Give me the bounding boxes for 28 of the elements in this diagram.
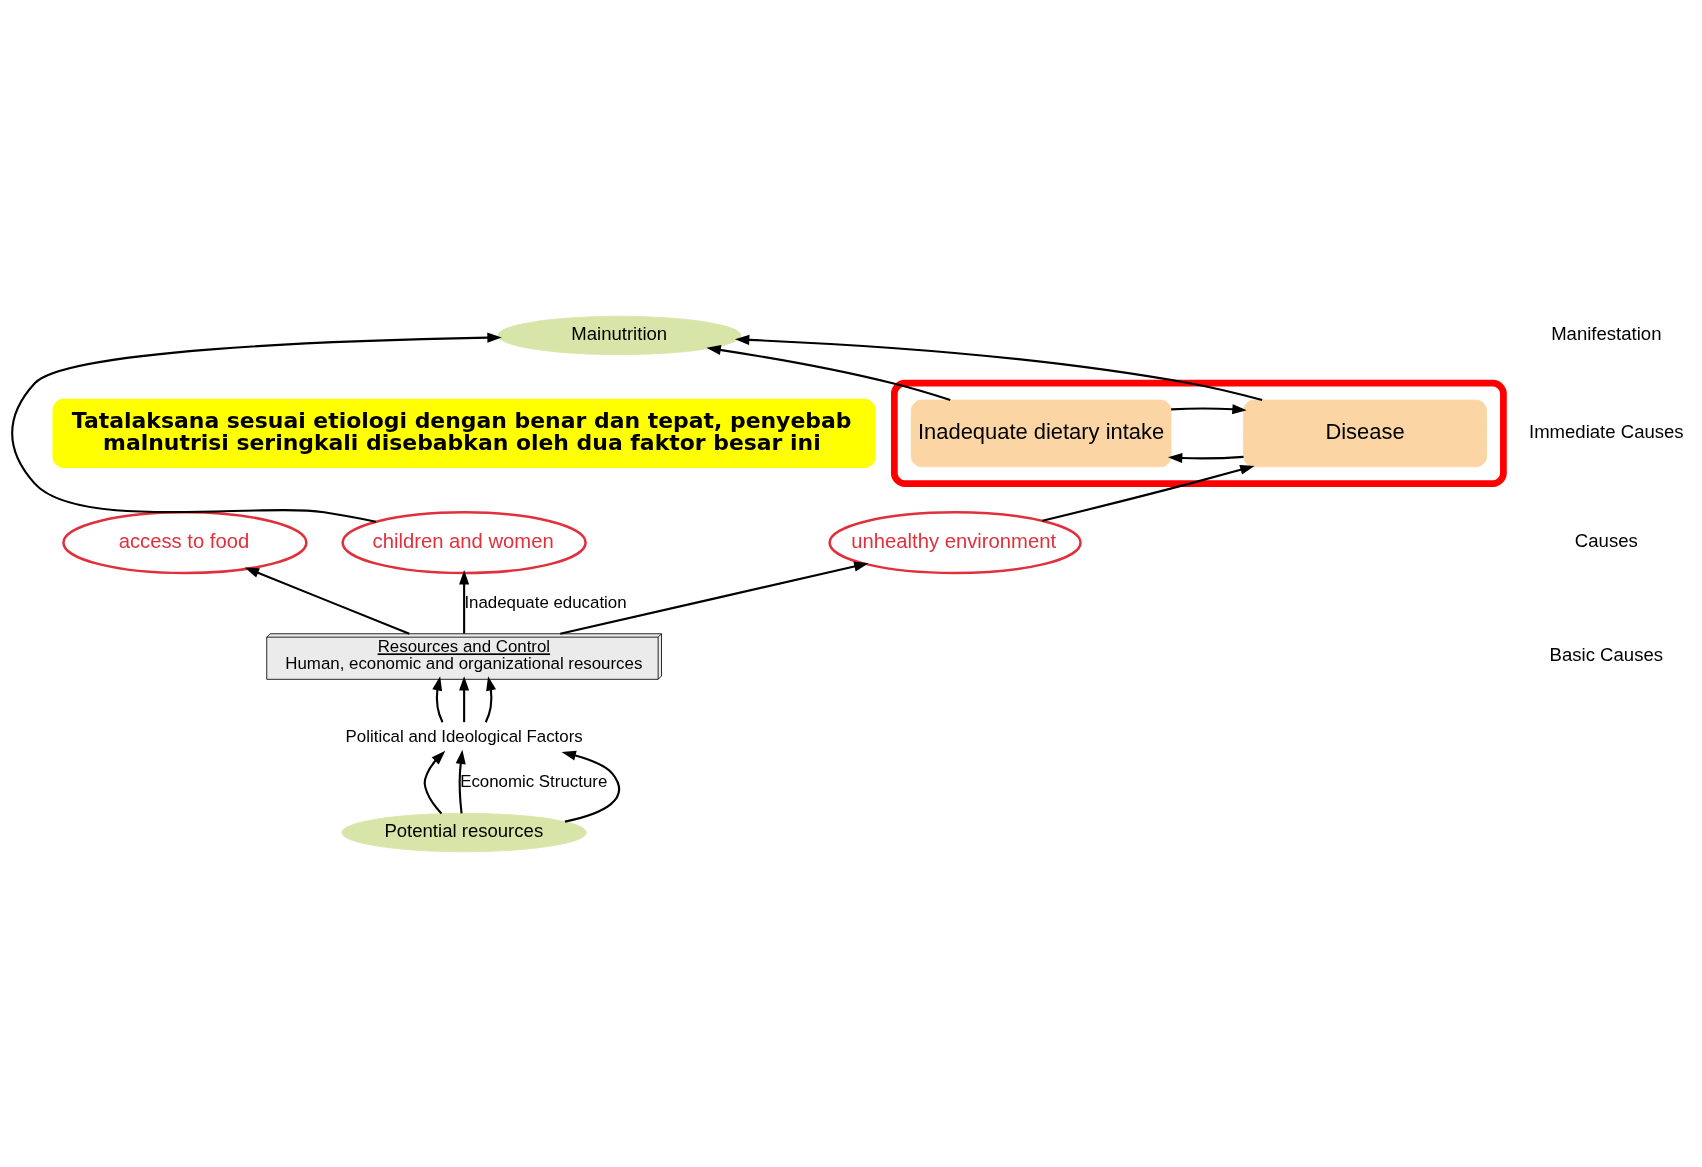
label: Causes xyxy=(1574,529,1638,551)
edge-label: Inadequate education xyxy=(464,592,627,612)
arrow xyxy=(459,569,470,634)
node-box: Tatalaksana sesuai etiologi dengan benar dan tepat, penyebab malnutrisi seringkali disebabkan oleh dua faktor besar ini xyxy=(52,398,876,468)
arrow xyxy=(423,750,446,814)
arrow xyxy=(11,332,502,523)
node-ellipse: Potential resources xyxy=(341,812,587,852)
arrow xyxy=(734,334,1263,401)
arrow xyxy=(455,749,466,814)
arrow xyxy=(244,567,410,635)
edge-label: Economic Structure xyxy=(460,771,608,791)
arrow xyxy=(1171,403,1247,414)
node-box: Disease xyxy=(1243,399,1487,467)
node-ellipse: children and women xyxy=(341,510,587,574)
arrow xyxy=(432,675,444,723)
node-box: Inadequate dietary intake xyxy=(910,399,1172,467)
label: Basic Causes xyxy=(1549,643,1664,665)
node-text: Political and Ideological Factors xyxy=(345,726,583,746)
label: Immediate Causes xyxy=(1529,420,1684,442)
arrow xyxy=(560,561,869,635)
arrow xyxy=(561,750,620,823)
arrow xyxy=(459,675,470,722)
arrow xyxy=(1167,452,1244,463)
arrow xyxy=(484,675,496,723)
arrow xyxy=(1042,464,1255,522)
cluster xyxy=(890,379,1507,487)
label: Manifestation xyxy=(1551,322,1662,344)
node-ellipse: access to food xyxy=(62,510,308,574)
